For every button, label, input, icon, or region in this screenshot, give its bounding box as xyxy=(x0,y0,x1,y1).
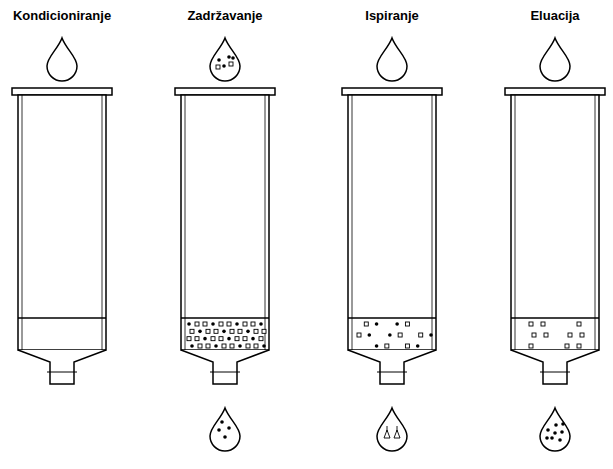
step-label: Kondicioniranje xyxy=(13,8,111,23)
eluent-drop xyxy=(540,38,570,81)
retained-particles xyxy=(357,322,433,348)
spe-cartridge xyxy=(12,88,112,384)
waste-drop xyxy=(210,408,240,451)
eluate-drop xyxy=(540,408,570,451)
sample-drop xyxy=(210,38,240,81)
wash-particles xyxy=(384,426,400,438)
eluate-particles xyxy=(545,422,565,442)
solvent-drop xyxy=(47,38,77,81)
spe-cartridge xyxy=(505,88,605,384)
waste-particles xyxy=(217,420,231,439)
retained-particles xyxy=(529,322,584,348)
step-label: Eluacija xyxy=(530,8,579,23)
step-label: Ispiranje xyxy=(365,8,418,23)
spe-cartridge xyxy=(342,88,442,384)
spe-cartridge xyxy=(175,88,275,384)
wash-drop xyxy=(377,38,407,81)
waste-drop xyxy=(377,408,407,451)
retained-particles xyxy=(187,322,266,348)
step-label: Zadržavanje xyxy=(187,8,262,23)
sample-particles xyxy=(216,55,235,69)
